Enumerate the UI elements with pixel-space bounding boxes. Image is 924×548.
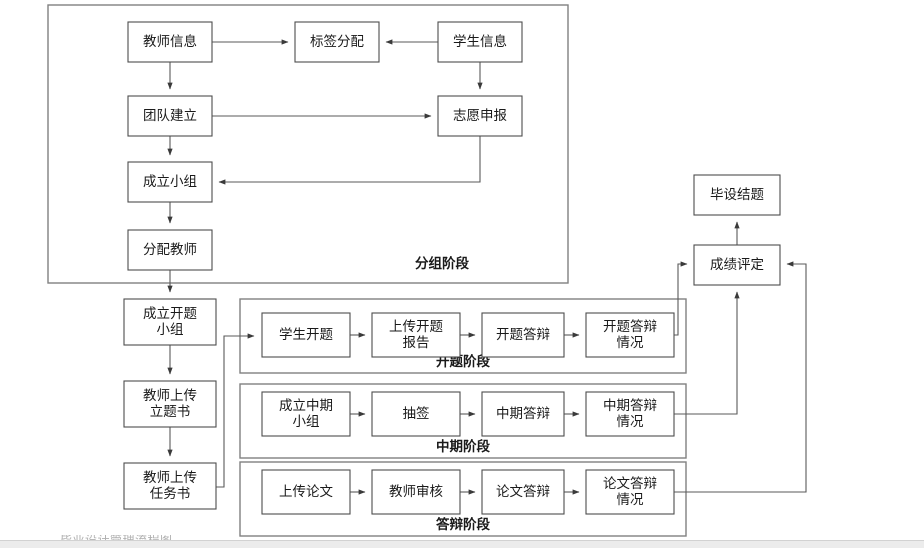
node-box[interactable]: [371, 391, 461, 437]
node-box[interactable]: [127, 161, 213, 203]
node-label: 学生信息: [453, 33, 507, 50]
node-team-create[interactable]: 团队建立: [127, 95, 213, 137]
node-label: 开题答辩: [496, 326, 550, 343]
node-label: 标签分配: [310, 33, 364, 50]
connector-proposal-result-to-grade: [674, 261, 688, 336]
node-label: 成立开题: [143, 306, 197, 322]
node-box[interactable]: [261, 469, 351, 515]
node-label: 报告: [403, 335, 430, 351]
node-grade-evaluation[interactable]: 成绩评定: [693, 244, 781, 286]
stage-group-label: 答辩阶段: [436, 516, 490, 533]
connector-upload-task-book-to-proposal-stage: [216, 333, 255, 488]
node-box[interactable]: [693, 174, 781, 216]
node-box[interactable]: [693, 244, 781, 286]
node-midterm-defense[interactable]: 中期答辩: [481, 391, 565, 437]
window-bottom-bar: [0, 540, 924, 548]
node-label: 教师信息: [143, 33, 197, 50]
node-box[interactable]: [261, 391, 351, 437]
node-label: 分配教师: [143, 242, 197, 258]
node-teacher-review[interactable]: 教师审核: [371, 469, 461, 515]
node-label: 论文答辩: [603, 475, 657, 492]
node-label: 毕设结题: [710, 187, 764, 203]
node-box[interactable]: [371, 312, 461, 358]
stage-group-border: [47, 4, 569, 284]
node-box[interactable]: [123, 298, 217, 346]
node-label: 立题书: [150, 404, 191, 420]
node-label: 成立中期: [279, 398, 333, 414]
node-label: 教师上传: [143, 470, 197, 486]
connector-volunteer-apply-to-group-form: [218, 136, 481, 185]
node-label: 团队建立: [143, 108, 197, 124]
node-box[interactable]: [123, 462, 217, 510]
stage-group-grouping: 分组阶段: [47, 4, 569, 284]
node-box[interactable]: [481, 391, 565, 437]
node-box[interactable]: [585, 312, 675, 358]
node-box[interactable]: [371, 469, 461, 515]
connector-midterm-result-to-grade: [674, 291, 740, 415]
node-teacher-info[interactable]: 教师信息: [127, 21, 213, 63]
node-upload-thesis[interactable]: 上传论文: [261, 469, 351, 515]
node-box[interactable]: [437, 21, 523, 63]
node-proposal-defense[interactable]: 开题答辩: [481, 312, 565, 358]
node-box[interactable]: [123, 380, 217, 428]
node-box[interactable]: [294, 21, 380, 63]
node-label: 中期答辩: [496, 405, 550, 422]
node-label: 抽签: [403, 405, 430, 422]
node-box[interactable]: [481, 312, 565, 358]
node-label: 志愿申报: [453, 108, 507, 124]
node-box[interactable]: [127, 95, 213, 137]
node-box[interactable]: [127, 21, 213, 63]
node-draw-lots[interactable]: 抽签: [371, 391, 461, 437]
node-label: 任务书: [150, 486, 191, 502]
node-label: 小组: [293, 414, 320, 430]
node-label: 成绩评定: [710, 257, 764, 273]
stage-group-defense: 答辩阶段: [239, 461, 687, 537]
node-label: 上传开题: [389, 319, 443, 335]
node-final-conclusion[interactable]: 毕设结题: [693, 174, 781, 216]
node-tag-assign[interactable]: 标签分配: [294, 21, 380, 63]
node-label: 上传论文: [279, 484, 333, 500]
node-box[interactable]: [127, 229, 213, 271]
node-label: 中期答辩: [603, 397, 657, 414]
node-volunteer-apply[interactable]: 志愿申报: [437, 95, 523, 137]
process-nodes-layer: 教师信息标签分配学生信息团队建立志愿申报成立小组分配教师成立开题小组教师上传立题…: [123, 21, 781, 515]
node-box[interactable]: [585, 391, 675, 437]
node-label: 论文答辩: [496, 483, 550, 500]
node-student-proposal[interactable]: 学生开题: [261, 312, 351, 358]
stage-group-border: [239, 383, 687, 459]
stage-group-border: [239, 461, 687, 537]
stage-group-label: 中期阶段: [436, 438, 490, 455]
node-label: 开题答辩: [603, 318, 657, 335]
node-assign-teacher[interactable]: 分配教师: [127, 229, 213, 271]
node-box[interactable]: [481, 469, 565, 515]
node-label: 情况: [617, 414, 645, 430]
stage-group-midterm: 中期阶段: [239, 383, 687, 459]
stage-group-label: 分组阶段: [415, 255, 469, 272]
node-label: 教师审核: [389, 484, 443, 500]
node-label: 成立小组: [143, 174, 197, 190]
node-label: 小组: [157, 322, 184, 338]
node-label: 教师上传: [143, 388, 197, 404]
node-label: 情况: [617, 492, 645, 508]
node-box[interactable]: [261, 312, 351, 358]
node-group-form[interactable]: 成立小组: [127, 161, 213, 203]
node-label: 学生开题: [279, 327, 333, 343]
node-student-info[interactable]: 学生信息: [437, 21, 523, 63]
node-label: 情况: [617, 335, 645, 351]
connectors-layer: [167, 39, 807, 495]
connector-thesis-result-to-grade: [674, 261, 807, 493]
node-box[interactable]: [437, 95, 523, 137]
node-thesis-defense[interactable]: 论文答辩: [481, 469, 565, 515]
node-box[interactable]: [585, 469, 675, 515]
